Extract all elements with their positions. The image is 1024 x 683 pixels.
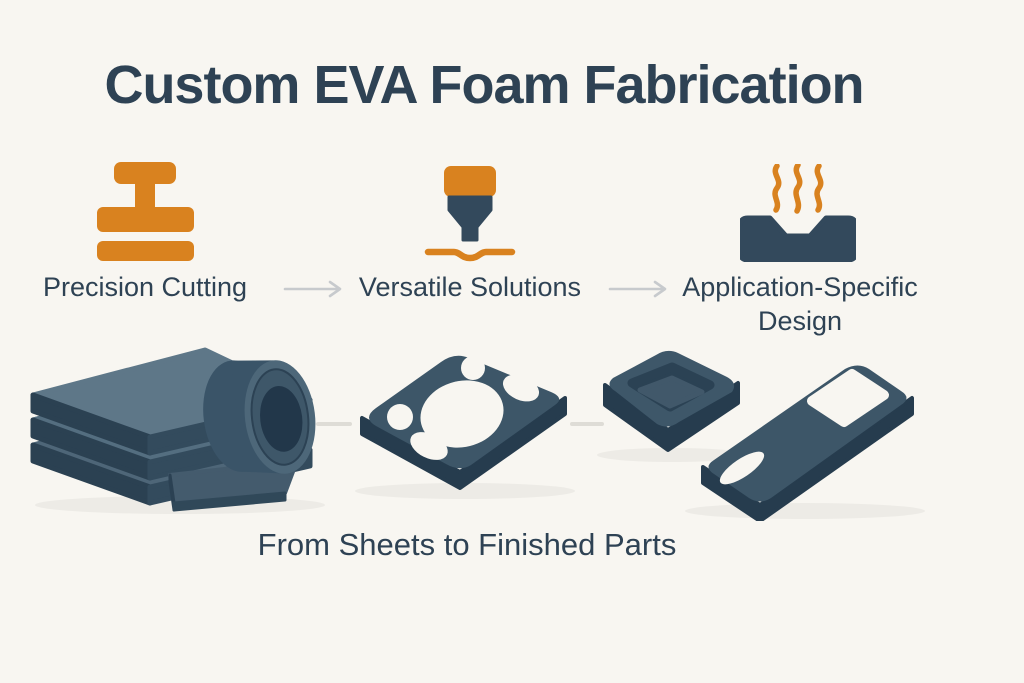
cutting-nozzle-icon (424, 166, 516, 262)
die-press-icon (97, 162, 194, 261)
step-label-versatile-solutions: Versatile Solutions (358, 272, 582, 302)
cut-strip-with-cutouts (701, 365, 914, 521)
gasket-with-holes (360, 355, 567, 490)
shadow (355, 483, 575, 499)
molded-tray-heat-icon (740, 164, 856, 262)
foam-fabrication-illustration (30, 347, 925, 521)
step-label-precision-cutting: Precision Cutting (42, 272, 248, 302)
foam-roll-with-strip (168, 360, 316, 512)
shadow (597, 448, 747, 462)
step-label-application-specific-design: Application-Specific Design (682, 272, 918, 336)
caption: From Sheets to Finished Parts (257, 527, 677, 562)
page-title: Custom EVA Foam Fabrication (104, 55, 864, 115)
arrow-right-icon (608, 280, 667, 298)
molded-pocket-block (603, 350, 740, 452)
shadow (685, 503, 925, 519)
arrow-right-icon (283, 280, 342, 298)
